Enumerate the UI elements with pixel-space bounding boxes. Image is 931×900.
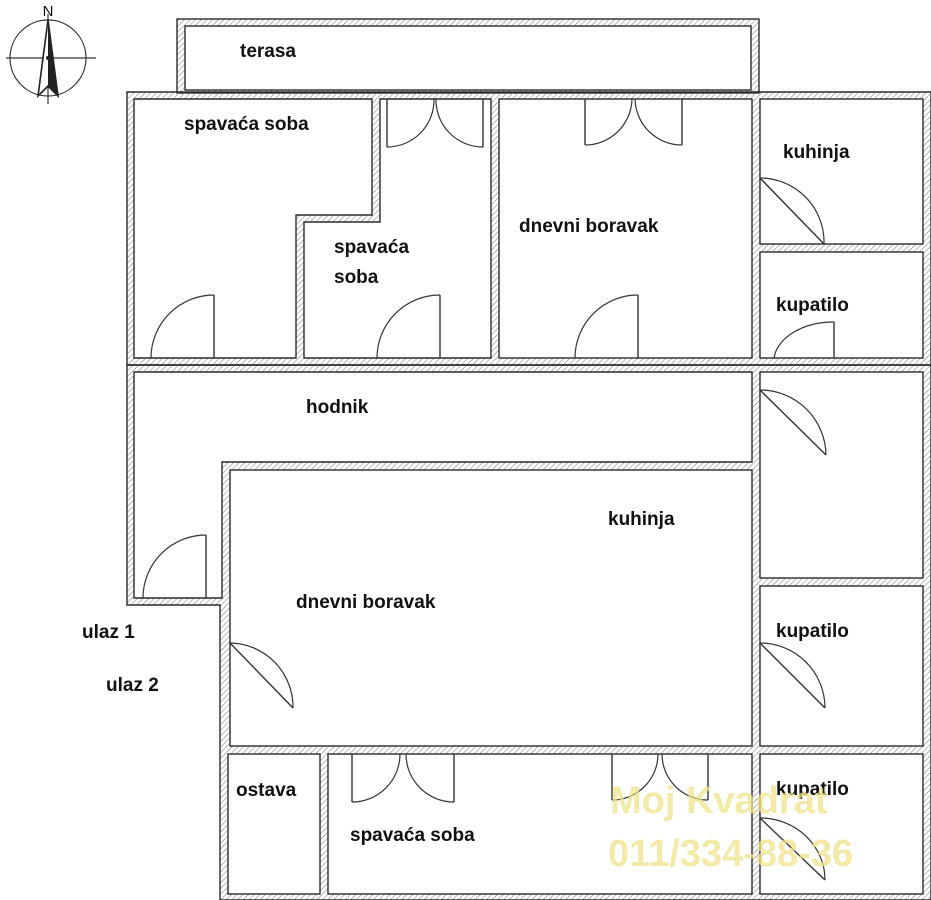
double-door-terasa-spavaca: [386, 98, 484, 148]
label-spavaca-soba-1: spavaća soba: [184, 114, 309, 135]
label-spavaca-soba-3: spavaća soba: [350, 825, 475, 846]
label-kupatilo-3: kupatilo: [776, 779, 849, 800]
lower-apartment-walls: [126, 364, 931, 900]
watermark-brand: Moj Kvadrat: [610, 780, 828, 822]
label-kuhinja-1: kuhinja: [783, 142, 850, 163]
label-kupatilo-2: kupatilo: [776, 621, 849, 642]
label-ulaz-2: ulaz 2: [106, 675, 159, 696]
door-kuhinja-1: [759, 177, 825, 245]
compass-icon: N: [6, 3, 96, 104]
door-ulaz-2: [229, 642, 294, 709]
door-spavaca-soba-1: [150, 294, 215, 359]
label-spavaca-soba-2-line2: soba: [334, 267, 379, 288]
label-kupatilo-1: kupatilo: [776, 295, 849, 316]
upper-apartment-walls: [126, 91, 931, 366]
label-ulaz-1: ulaz 1: [82, 622, 135, 643]
label-hodnik: hodnik: [306, 397, 369, 418]
label-dnevni-boravak-2: dnevni boravak: [296, 592, 436, 613]
double-door-spavaca-soba-3-left: [351, 753, 455, 803]
double-door-terasa-dnevni: [584, 98, 683, 146]
label-dnevni-boravak-1: dnevni boravak: [519, 216, 659, 237]
door-kupatilo-2: [759, 642, 826, 709]
watermark-phone: 011/334-88-36: [608, 833, 853, 875]
door-ulaz-1: [142, 534, 207, 599]
door-spavaca-soba-2: [376, 294, 441, 359]
label-ostava: ostava: [236, 780, 297, 801]
label-terasa: terasa: [240, 41, 296, 62]
double-door-spavaca-soba-3-right: [611, 753, 709, 801]
label-spavaca-soba-2-line1: spavaća: [334, 237, 409, 258]
compass-north-label: N: [43, 3, 54, 20]
door-kupatilo-3: [759, 817, 826, 881]
label-kuhinja-2: kuhinja: [608, 509, 675, 530]
door-kupatilo-1: [773, 321, 835, 359]
door-dnevni-boravak-1: [574, 294, 639, 359]
door-right-room: [759, 389, 827, 456]
room-terasa: [176, 18, 760, 94]
